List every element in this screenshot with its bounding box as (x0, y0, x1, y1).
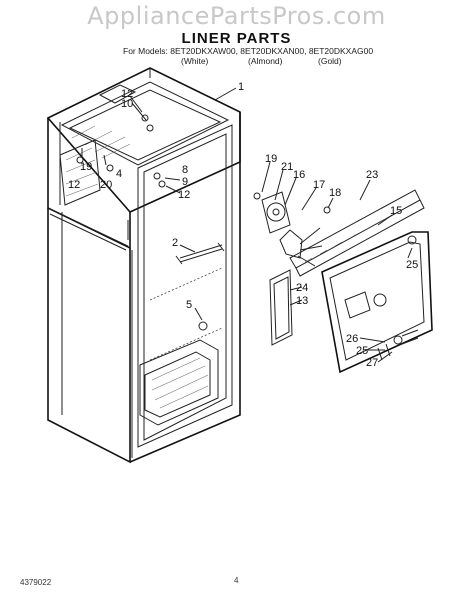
callout-2: 2 (172, 237, 178, 249)
callout-16: 16 (293, 169, 305, 181)
callout-25-lower: 25 (356, 345, 368, 357)
leader-lines (81, 87, 413, 363)
callout-10-top: 10 (121, 98, 133, 110)
callout-13: 13 (296, 295, 308, 307)
callout-12-mid: 12 (178, 189, 190, 201)
callout-5: 5 (186, 299, 192, 311)
callout-15: 15 (390, 205, 402, 217)
callout-12-left: 12 (68, 179, 80, 191)
callout-18: 18 (329, 187, 341, 199)
finish-white: (White) (181, 56, 209, 66)
diagram-title: LINER PARTS (181, 30, 292, 47)
model-numbers: For Models: 8ET20DKXAW00, 8ET20DKXAN00, … (123, 46, 374, 56)
liner-fasteners (76, 114, 225, 331)
vertical-shield (269, 269, 293, 346)
part-number: 4379022 (20, 578, 52, 587)
callout-20: 20 (100, 179, 112, 191)
callout-1: 1 (238, 81, 244, 93)
callout-labels: 1 12 10 12 19 20 4 8 9 12 19 21 16 17 18… (68, 81, 418, 369)
callout-19: 19 (265, 153, 277, 165)
callout-21: 21 (281, 161, 293, 173)
callout-4: 4 (116, 168, 122, 180)
callout-17: 17 (313, 179, 325, 191)
callout-25-upper: 25 (406, 259, 418, 271)
rear-cover-panel (321, 231, 433, 374)
page-mark: 4 (234, 576, 239, 585)
callout-12-top: 12 (121, 88, 133, 100)
callout-8: 8 (182, 164, 188, 176)
fan-motor-assembly (253, 191, 331, 267)
liner-shell (46, 67, 241, 464)
callout-19-left: 19 (80, 161, 92, 173)
callout-9: 9 (182, 176, 188, 188)
finish-gold: (Gold) (318, 56, 342, 66)
callout-23: 23 (366, 169, 378, 181)
callout-26: 26 (346, 333, 358, 345)
callout-24: 24 (296, 282, 308, 294)
callout-27: 27 (366, 357, 378, 369)
site-watermark: AppliancePartsPros.com (87, 2, 386, 30)
air-channel-rail (289, 189, 425, 277)
finish-almond: (Almond) (248, 56, 283, 66)
